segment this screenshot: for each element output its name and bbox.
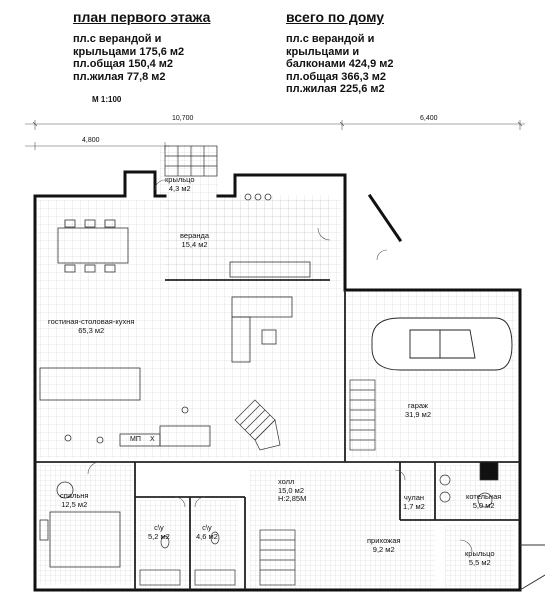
first-floor-line: пл.с верандой и xyxy=(73,33,162,45)
room-name: веранда xyxy=(180,231,210,240)
house-line: пл.общая 366,3 м2 xyxy=(286,70,387,83)
room-wc2: с\у 4,6 м2 xyxy=(196,523,218,541)
room-name: чулан xyxy=(403,493,425,502)
room-area: 5,5 м2 xyxy=(468,557,491,567)
room-area: 15,0 м2 xyxy=(278,485,305,495)
stairs-top xyxy=(164,145,218,177)
room-name: спальня xyxy=(60,491,89,500)
room-height: Н:2,85М xyxy=(278,494,307,503)
dim-total-left: 10,700 xyxy=(172,115,194,122)
bedroom-furniture xyxy=(39,481,121,568)
room-area: 4,6 м2 xyxy=(196,531,218,541)
room-name: прихожая xyxy=(367,536,401,545)
room-area: 5,0 м2 xyxy=(472,500,495,510)
room-area: 1,7 м2 xyxy=(403,501,425,511)
room-krylco-bottom: крыльцо 5,5 м2 xyxy=(465,549,495,567)
room-boiler: котельная 5,0 м2 xyxy=(466,492,502,510)
room-name: с\у xyxy=(202,523,212,532)
dim-partial: 4,800 xyxy=(82,137,100,144)
room-area: 4,3 м2 xyxy=(168,183,191,193)
bathroom-fixtures xyxy=(139,531,236,586)
house-areas: пл.с верандой и крыльцами и балконами 42… xyxy=(286,33,394,96)
staircase-main xyxy=(234,399,296,586)
room-area: 12,5 м2 xyxy=(61,499,88,509)
walls xyxy=(33,170,522,592)
room-name: с\у xyxy=(154,523,164,532)
kitchen-label-x: Х xyxy=(150,436,155,443)
room-name: крыльцо xyxy=(465,549,495,558)
house-line: балконами 424,9 м2 xyxy=(286,58,394,70)
room-name: крыльцо xyxy=(165,175,195,184)
house-line: пл.жилая 225,6 м2 xyxy=(286,83,385,95)
floor-fills xyxy=(38,145,517,590)
porch-bottom xyxy=(519,544,545,591)
room-name: котельная xyxy=(466,492,502,501)
garage-stairs xyxy=(349,379,376,451)
room-area: 31,9 м2 xyxy=(405,409,432,419)
boiler-equipment xyxy=(439,461,499,508)
house-line: крыльцами и xyxy=(286,45,360,58)
room-hall: холл 15,0 м2 Н:2,85М xyxy=(278,477,307,504)
first-floor-line: пл.жилая 77,8 м2 xyxy=(73,70,166,83)
room-bedroom: спальня 12,5 м2 xyxy=(60,491,89,509)
room-veranda: веранда 15,4 м2 xyxy=(180,231,210,249)
first-floor-line: крыльцами 175,6 м2 xyxy=(73,45,185,58)
first-floor-title: план первого этажа xyxy=(73,9,211,25)
inner-walls xyxy=(35,279,520,590)
room-krylco-top: крыльцо 4,3 м2 xyxy=(165,175,195,193)
room-name: гостиная-столовая-кухня xyxy=(48,317,135,326)
room-area: 5,2 м2 xyxy=(148,531,170,541)
house-line: пл.с верандой и xyxy=(286,33,375,45)
room-area: 65,3 м2 xyxy=(78,325,105,335)
house-title: всего по дому xyxy=(286,9,385,25)
room-name: гараж xyxy=(407,401,429,410)
room-garage: гараж 31,9 м2 xyxy=(405,401,432,419)
room-chulan: чулан 1,7 м2 xyxy=(403,493,425,511)
room-name: холл xyxy=(278,477,295,486)
kitchen-label-mp: МП xyxy=(130,436,141,443)
veranda-table xyxy=(229,193,311,278)
dining-table xyxy=(57,219,129,273)
room-hallway: прихожая 9,2 м2 xyxy=(367,536,401,554)
dimension-lines xyxy=(25,120,525,150)
room-living: гостиная-столовая-кухня 65,3 м2 xyxy=(48,317,135,335)
kitchen-island xyxy=(39,367,211,447)
car xyxy=(371,317,513,371)
room-area: 15,4 м2 xyxy=(181,239,208,249)
first-floor-areas: пл.с верандой и крыльцами 175,6 м2 пл.об… xyxy=(73,33,184,83)
room-area: 9,2 м2 xyxy=(372,544,395,554)
scale-label: М 1:100 xyxy=(92,95,122,104)
first-floor-line: пл.общая 150,4 м2 xyxy=(73,58,174,70)
room-wc1: с\у 5,2 м2 xyxy=(148,523,170,541)
doors xyxy=(87,179,473,553)
sofa xyxy=(231,296,293,363)
dim-total-right: 6,400 xyxy=(420,115,438,122)
